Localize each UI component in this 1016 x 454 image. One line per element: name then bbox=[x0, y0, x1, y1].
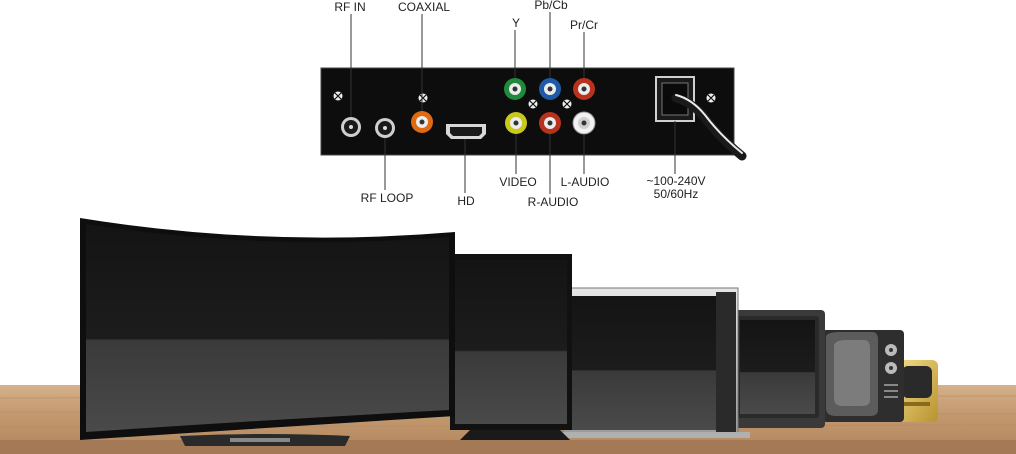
rf-loop-label: RF LOOP bbox=[361, 191, 414, 205]
hd-label: HD bbox=[457, 194, 475, 208]
laptop-screen bbox=[540, 287, 750, 438]
rf-in-port bbox=[341, 117, 361, 137]
rf-loop-port bbox=[375, 118, 395, 138]
video-label: VIDEO bbox=[499, 175, 536, 189]
r-audio-label: R-AUDIO bbox=[528, 195, 579, 209]
video-port bbox=[505, 112, 527, 134]
curved-tv bbox=[80, 218, 455, 446]
screw-icon bbox=[562, 99, 572, 109]
coaxial-port bbox=[411, 111, 433, 133]
coaxial-label: COAXIAL bbox=[398, 0, 450, 14]
y-port bbox=[504, 78, 526, 100]
screw-icon bbox=[333, 91, 343, 101]
pb-cb-label: Pb/Cb bbox=[534, 0, 568, 12]
back-panel: RF IN COAXIAL Y Pb/Cb Pr/Cr RF LOOP HD V… bbox=[320, 0, 747, 209]
crt-tv bbox=[730, 310, 825, 428]
retro-tv bbox=[896, 360, 938, 422]
screw-icon bbox=[528, 99, 538, 109]
power-voltage-label: ~100-240V bbox=[646, 174, 705, 188]
power-frequency-label: 50/60Hz bbox=[654, 187, 699, 201]
l-audio-label: L-AUDIO bbox=[561, 175, 610, 189]
vintage-tv bbox=[822, 330, 904, 422]
pb-cb-port bbox=[539, 78, 561, 100]
screw-icon bbox=[418, 93, 428, 103]
rf-in-label: RF IN bbox=[334, 0, 365, 14]
hd-port bbox=[446, 124, 486, 139]
leader-lines bbox=[350, 12, 676, 194]
y-label: Y bbox=[512, 16, 520, 30]
l-audio-port bbox=[572, 111, 596, 135]
tv-lineup-scene bbox=[0, 218, 1016, 454]
screw-icon bbox=[706, 93, 716, 103]
flat-tv bbox=[450, 254, 572, 440]
pr-cr-port bbox=[573, 78, 595, 100]
power-cable bbox=[671, 93, 747, 161]
pr-cr-label: Pr/Cr bbox=[570, 18, 598, 32]
r-audio-port bbox=[539, 112, 561, 134]
